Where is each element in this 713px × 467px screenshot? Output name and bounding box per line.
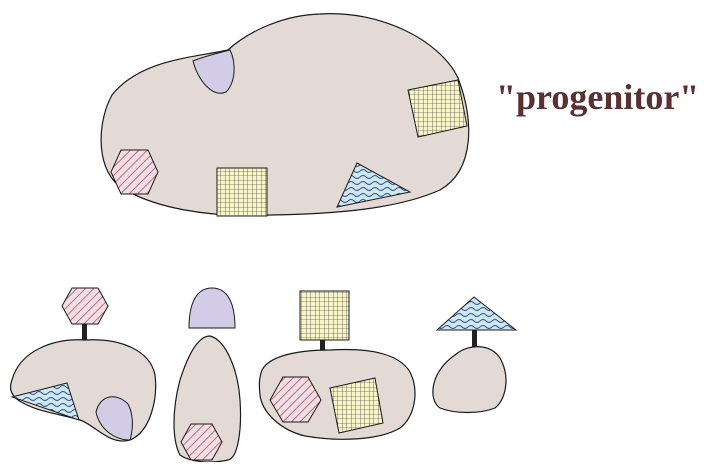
grid-square-icon [299, 290, 350, 341]
grid-square-icon [329, 377, 384, 434]
progenitor-cell [100, 13, 470, 217]
hexagon-icon [269, 376, 322, 423]
grid-square-icon [216, 167, 268, 217]
offspring-cell-4 [432, 296, 518, 414]
wavy-triangle-icon [435, 296, 518, 331]
grid-square-icon [407, 79, 468, 138]
progenitor-body [100, 13, 470, 217]
wavy-triangle-icon [336, 162, 412, 208]
offspring-body-1 [9, 339, 157, 442]
offspring-body-4 [432, 346, 507, 414]
stem [472, 330, 477, 347]
hexagon-icon [180, 423, 223, 461]
stem [320, 340, 325, 354]
semicircle-icon [95, 396, 133, 441]
wavy-triangle-icon [10, 382, 80, 421]
semicircle-icon [192, 49, 235, 94]
stem [82, 324, 87, 343]
offspring-cell-1 [9, 287, 157, 442]
progenitor-label: "progenitor" [496, 77, 700, 117]
hexagon-icon [110, 149, 159, 195]
semicircle-icon [188, 287, 236, 329]
offspring-cell-3 [258, 290, 416, 440]
hexagon-icon [61, 287, 109, 325]
offspring-cell-2 [173, 287, 242, 463]
